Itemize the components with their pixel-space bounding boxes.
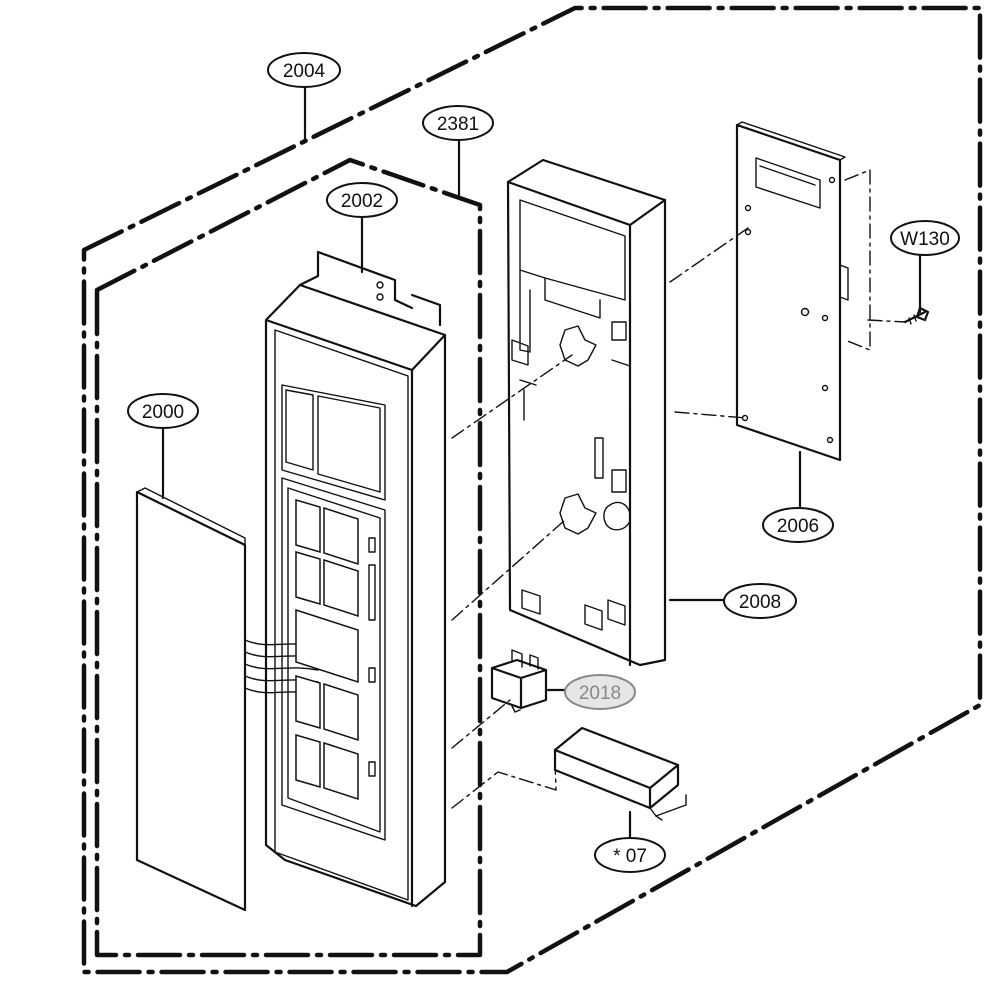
- callout-2002: 2002: [326, 182, 398, 218]
- callout-2018: 2018: [564, 674, 636, 710]
- callout-label: 2002: [341, 191, 383, 212]
- panel-frame-part-2008: [506, 158, 667, 667]
- callout-label: 2381: [437, 114, 479, 135]
- leader-lines: [161, 86, 922, 840]
- callout-2004: 2004: [267, 52, 341, 88]
- callout-label: 2006: [777, 516, 819, 537]
- callout-2381: 2381: [422, 105, 494, 141]
- callout-2008: 2008: [723, 583, 797, 619]
- callout-07: * 07: [594, 837, 666, 873]
- callout-2000: 2000: [127, 393, 199, 429]
- assembly-boundary-2381: [94, 157, 483, 958]
- callout-label: W130: [900, 229, 950, 250]
- part-07: [553, 726, 687, 821]
- callout-label: * 07: [613, 846, 647, 867]
- switch-part-2018: [490, 649, 548, 713]
- touch-film-part-2000: [135, 487, 319, 912]
- callout-label: 2008: [739, 592, 781, 613]
- callout-2006: 2006: [762, 507, 834, 543]
- callout-label: 2000: [142, 402, 184, 423]
- pcb-part-2006: [735, 121, 930, 462]
- callout-label: 2018: [579, 683, 621, 704]
- control-panel-front-part-2002: [264, 250, 447, 908]
- callout-label: 2004: [283, 61, 326, 82]
- callout-w130: W130: [890, 220, 960, 256]
- assembly-guide-lines: [451, 169, 906, 809]
- assembly-boundary-2004: [81, 5, 983, 975]
